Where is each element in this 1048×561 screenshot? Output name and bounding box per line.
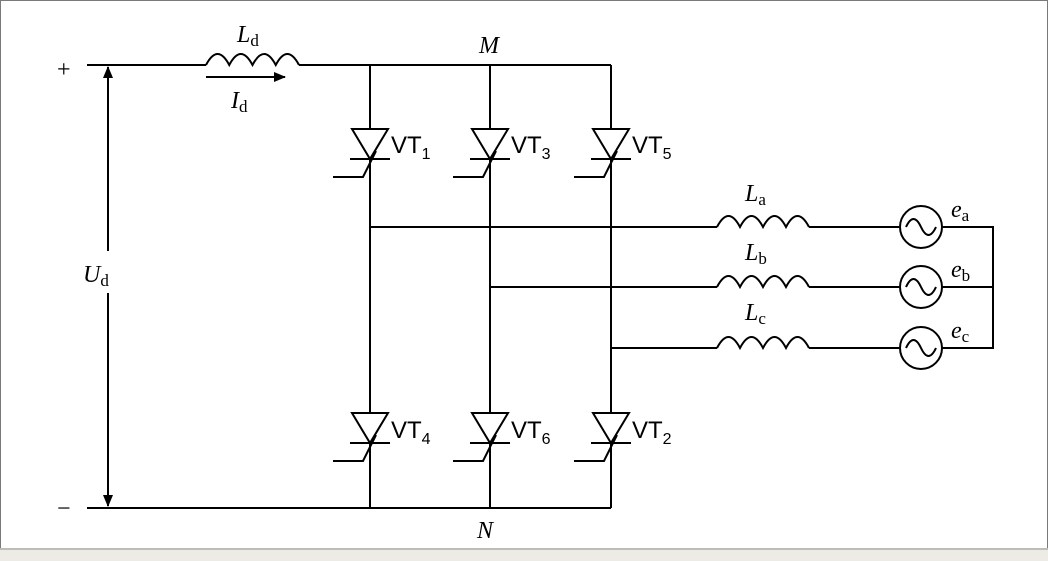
id-label: Id — [230, 88, 248, 116]
node-n-label: N — [476, 518, 495, 544]
lc-label: Lc — [744, 300, 766, 328]
lb-inductor — [716, 275, 810, 290]
ea-sine-icon — [905, 218, 937, 236]
thyristor-vt4 — [333, 412, 390, 462]
vt1-label: VT1 — [391, 132, 431, 163]
circuit-diagram: + − Ld Id M N Ud VT1 VT3 VT5 VT4 — [57, 22, 994, 544]
vt3-label: VT3 — [511, 132, 551, 163]
la-inductor — [716, 215, 810, 230]
ld-inductor — [205, 53, 300, 68]
ec-sine-icon — [905, 339, 937, 357]
thyristor-vt3 — [453, 128, 510, 178]
node-m-label: M — [478, 33, 501, 59]
vt6-label: VT6 — [511, 417, 551, 448]
eb-label: eb — [951, 257, 970, 285]
eb-sine-icon — [905, 278, 937, 296]
thyristor-vt6 — [453, 412, 510, 462]
thyristor-vt1 — [333, 128, 390, 178]
thyristor-vt5 — [574, 128, 631, 178]
minus-terminal-label: − — [57, 496, 71, 522]
diagram-window: + − Ld Id M N Ud VT1 VT3 VT5 VT4 — [0, 0, 1048, 549]
thyristor-vt2 — [574, 412, 631, 462]
ea-label: ea — [951, 197, 970, 225]
status-bar — [0, 548, 1048, 561]
ec-label: ec — [951, 318, 970, 346]
vt4-label: VT4 — [391, 417, 431, 448]
la-label: La — [744, 181, 766, 209]
lb-label: Lb — [744, 240, 767, 268]
ld-label: Ld — [236, 22, 259, 50]
ud-label: Ud — [83, 262, 109, 290]
lc-inductor — [716, 336, 810, 351]
plus-terminal-label: + — [57, 57, 71, 83]
vt2-label: VT2 — [632, 417, 672, 448]
vt5-label: VT5 — [632, 132, 672, 163]
